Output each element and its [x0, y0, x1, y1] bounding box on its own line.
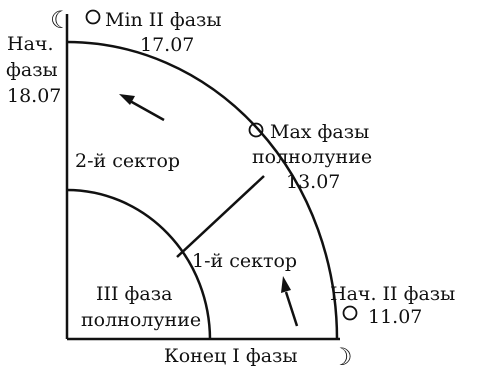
label-max-phase: Max фазы — [270, 121, 369, 143]
full-moon-icon-start-2 — [342, 305, 358, 321]
label-end-phase-1: Конец I фазы — [164, 345, 298, 367]
label-max-phase-2: полнолуние — [252, 146, 372, 168]
full-moon-icon-max — [248, 122, 264, 138]
label-start-phase-2: Нач. II фазы — [330, 283, 455, 305]
full-moon-icon-top — [85, 9, 101, 25]
label-phase-3-2: полнолуние — [81, 309, 201, 331]
label-start-phase-left-date: 18.07 — [7, 85, 61, 107]
arrow-up-left-icon — [119, 94, 165, 122]
label-min-phase-2-date: 17.07 — [140, 34, 194, 56]
arrow-up-icon — [281, 276, 299, 327]
label-sector-1: 1-й сектор — [192, 250, 297, 272]
label-phase-3: III фаза — [96, 283, 172, 305]
waning-moon-icon: ☾ — [50, 6, 72, 34]
inner-arc — [66, 188, 212, 340]
label-start-phase-2-date: 11.07 — [368, 306, 422, 328]
label-sector-2: 2-й сектор — [75, 150, 180, 172]
label-min-phase-2: Min II фазы — [105, 9, 222, 31]
waxing-moon-icon: ☽ — [331, 343, 353, 369]
outer-arc — [66, 40, 339, 340]
label-start-phase-left-2: фазы — [6, 59, 58, 81]
label-max-phase-date: 13.07 — [286, 171, 340, 193]
label-start-phase-left: Нач. — [7, 33, 54, 55]
sector-divider-line — [176, 175, 265, 258]
